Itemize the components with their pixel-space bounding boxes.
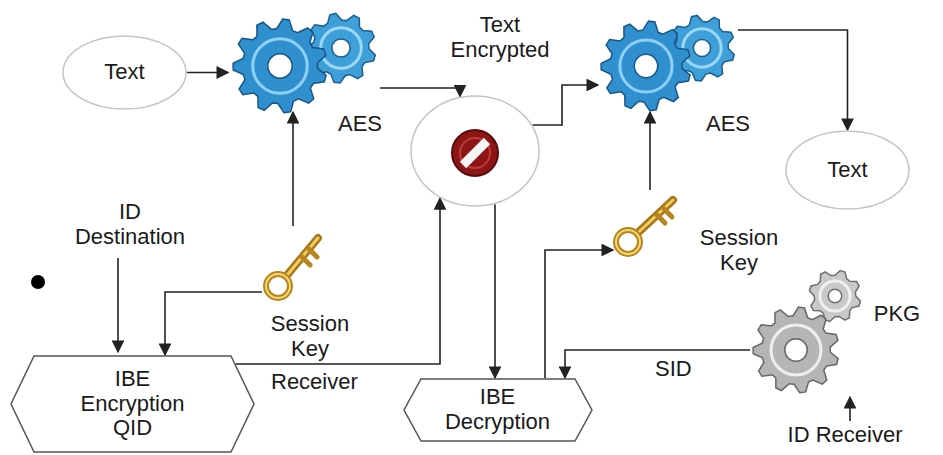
node-label: Session Key — [689, 226, 789, 275]
flow-arrow — [545, 250, 613, 378]
session-key-icon: Session Key — [262, 226, 324, 302]
gear-ring — [771, 325, 821, 375]
encrypted-circle: Text Encrypted — [410, 95, 540, 207]
identity-label: ID Receiver — [760, 423, 930, 448]
flow-arrow — [292, 112, 294, 226]
ibe-encryption-hexagon: IBE EncryptionQID — [10, 355, 255, 453]
key-shape — [266, 238, 318, 298]
node-label: PKG — [866, 302, 928, 327]
flow-arrow — [165, 292, 262, 355]
edge-label: Receiver — [268, 370, 361, 395]
key-shape — [616, 200, 673, 254]
node-text: Text — [827, 158, 867, 183]
node-text: IBE Encryption — [68, 367, 198, 416]
hexagon-outline — [404, 379, 592, 441]
text-ellipse: Text — [62, 35, 187, 110]
gear-hole — [693, 39, 710, 56]
identity-label-holder: ID Destination — [68, 200, 192, 249]
ellipse-outline — [411, 96, 539, 206]
aes-gears: AES — [228, 8, 380, 112]
session-key-icon: Session Key — [613, 190, 681, 262]
bullet-dot — [31, 275, 45, 289]
edge-label-holder: Receiver — [268, 370, 361, 395]
hexagon-outline — [11, 356, 254, 452]
node-label: AES — [330, 112, 390, 137]
pkg-gears: PKG — [750, 262, 935, 394]
identity-label: ID Destination — [68, 200, 192, 249]
flow-arrow — [494, 204, 496, 378]
node-text: Text — [104, 60, 144, 85]
node-outline — [598, 8, 738, 112]
text-ellipse: Text — [785, 130, 910, 210]
node-text: IBE Decryption — [433, 385, 563, 434]
ellipse-outline — [63, 36, 186, 109]
gear-shape — [753, 307, 838, 393]
flow-arrow — [235, 198, 440, 364]
flow-arrow — [738, 30, 848, 130]
edge-label-holder: SID — [652, 357, 695, 382]
forbidden-icon — [452, 130, 498, 176]
flow-arrow — [187, 72, 228, 74]
ibe-decryption-hexagon: IBE Decryption — [403, 378, 593, 442]
node-outline — [262, 226, 324, 302]
flow-arrow — [380, 88, 460, 97]
flow-arrow — [533, 85, 598, 125]
gear-ring — [820, 281, 850, 311]
edge-label: SID — [652, 357, 695, 382]
gear-hole — [268, 54, 292, 78]
node-label: AES — [698, 112, 758, 137]
node-text: QID — [113, 416, 152, 441]
node-outline — [750, 262, 935, 394]
gear-hole — [332, 39, 350, 57]
id-receiver-arrow — [849, 397, 851, 421]
gear-ring — [321, 28, 362, 69]
node-outline — [613, 190, 681, 262]
gear-hole — [828, 289, 842, 303]
node-label: Session Key — [265, 312, 355, 361]
gear-shape — [810, 271, 861, 322]
ellipse-outline — [786, 131, 909, 209]
node-outline — [228, 8, 380, 112]
gear-ring — [620, 40, 672, 92]
gear-ring — [253, 39, 308, 94]
gear-hole — [634, 54, 657, 77]
node-outline — [410, 95, 540, 207]
node-label: Text Encrypted — [445, 13, 555, 62]
aes-gears: AES — [598, 8, 738, 112]
identity-label-holder: ID Receiver — [760, 423, 930, 448]
id-destination-arrow — [117, 258, 119, 352]
gear-shape — [233, 19, 326, 113]
gear-shape — [601, 21, 690, 111]
gear-hole — [785, 339, 807, 361]
flow-arrow — [649, 112, 651, 190]
gear-ring — [683, 29, 721, 67]
